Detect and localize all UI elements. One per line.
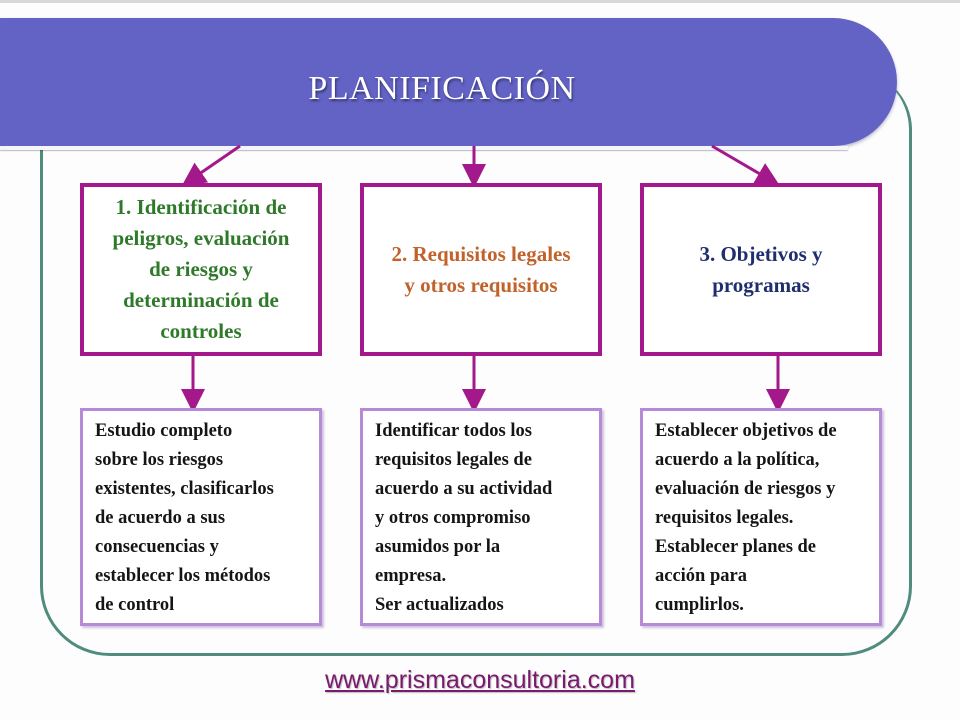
title-box-objetivos: 3. Objetivos y programas — [640, 183, 882, 356]
diagram-outline — [40, 70, 912, 656]
header-banner: PLANIFICACIÓN — [0, 18, 897, 150]
arrow-to-box-1 — [181, 144, 241, 187]
title-box-label: 3. Objetivos y programas — [699, 241, 823, 297]
header-rule — [0, 146, 848, 150]
title-box-peligros: 1. Identificación de peligros, evaluació… — [80, 183, 322, 356]
page-title: PLANIFICACIÓN — [308, 70, 576, 107]
content-box-objetivos: Establecer objetivos de acuerdo a la pol… — [640, 408, 882, 626]
content-box-requisitos: Identificar todos los requisitos legales… — [360, 408, 602, 626]
website-link[interactable]: www.prismaconsultoria.com — [325, 666, 635, 694]
title-box-label: 1. Identificación de peligros, evaluació… — [112, 195, 290, 343]
title-box-label: 2. Requisitos legales y otros requisitos — [391, 241, 571, 297]
arrow-to-box-3 — [711, 144, 780, 186]
title-box-requisitos: 2. Requisitos legales y otros requisitos — [360, 183, 602, 356]
content-box-peligros: Estudio completo sobre los riesgos exist… — [80, 408, 322, 626]
top-border — [0, 0, 960, 3]
